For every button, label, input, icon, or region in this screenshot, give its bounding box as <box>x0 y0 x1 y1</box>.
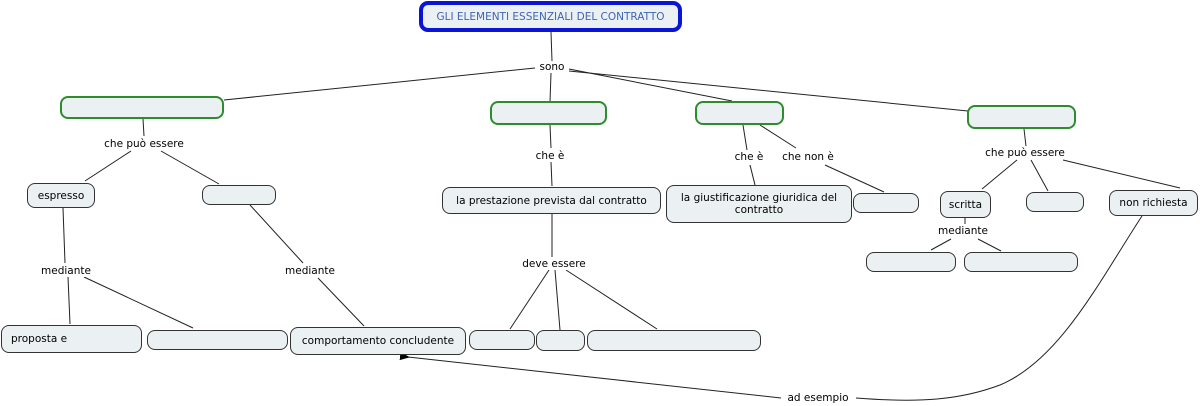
element-node-2[interactable] <box>490 101 607 125</box>
link-line <box>568 70 969 112</box>
link-line <box>855 215 1143 401</box>
link-label-sono: sono <box>538 61 566 73</box>
root-title: GLI ELEMENTI ESSENZIALI DEL CONTRATTO <box>436 10 665 23</box>
concept-giustificazione[interactable]: la giustificazione giuridica del contrat… <box>666 185 852 223</box>
link-line <box>1062 159 1181 189</box>
link-label-ad-esempio: ad esempio <box>786 392 850 404</box>
link-label-deve-essere: deve essere <box>521 258 587 270</box>
root-concept[interactable]: GLI ELEMENTI ESSENZIALI DEL CONTRATTO <box>419 1 682 32</box>
link-line <box>67 276 71 325</box>
link-line <box>550 31 553 62</box>
link-line <box>749 164 756 186</box>
link-line <box>509 269 550 330</box>
concept-non-richiesta-label: non richiesta <box>1119 197 1188 209</box>
link-line <box>1023 128 1027 147</box>
link-line <box>223 67 536 101</box>
link-label-che-puo-essere: che può essere <box>103 138 185 150</box>
link-line <box>1030 159 1049 192</box>
link-label-che-e: che è <box>534 150 566 162</box>
link-line <box>554 269 561 331</box>
link-label-mediante: mediante <box>937 225 989 237</box>
link-label-mediante: mediante <box>40 265 92 277</box>
link-line <box>249 204 304 264</box>
link-line <box>565 269 658 330</box>
concept-blank-g[interactable] <box>1026 192 1084 212</box>
concept-comportamento-concludente[interactable]: comportamento concludente <box>290 327 466 355</box>
link-line <box>142 118 145 137</box>
link-line <box>549 124 552 149</box>
link-line <box>62 207 66 264</box>
concept-blank-f[interactable] <box>853 193 919 213</box>
link-line <box>160 150 220 185</box>
link-line <box>759 124 797 149</box>
link-line <box>824 164 885 193</box>
concept-proposta[interactable]: proposta e <box>1 325 142 353</box>
link-line <box>981 159 1018 190</box>
link-line <box>568 68 733 102</box>
link-label-che-e: che è <box>733 151 765 163</box>
concept-scritta[interactable]: scritta <box>940 191 991 218</box>
link-label-che-puo-essere: che può essere <box>984 147 1066 159</box>
concept-scritta-label: scritta <box>948 198 983 211</box>
link-line <box>83 276 194 329</box>
concept-blank-a[interactable] <box>202 185 276 205</box>
concept-non-richiesta[interactable]: non richiesta <box>1109 190 1198 216</box>
link-line <box>550 161 553 187</box>
concept-blank-e[interactable] <box>587 330 761 351</box>
concept-blank-i[interactable] <box>964 252 1078 272</box>
element-node-4[interactable] <box>967 105 1076 129</box>
concept-blank-h[interactable] <box>866 252 956 272</box>
concept-blank-b[interactable] <box>147 330 288 350</box>
element-node-1[interactable] <box>60 96 224 119</box>
concept-proposta-label: proposta e <box>11 333 68 345</box>
element-node-3[interactable] <box>695 101 784 125</box>
link-line <box>399 352 782 399</box>
link-label-mediante: mediante <box>284 265 336 277</box>
concept-prestazione-label: la prestazione prevista dal contratto <box>456 194 647 207</box>
concept-comportamento-label: comportamento concludente <box>301 335 455 347</box>
concept-giustificazione-label: la giustificazione giuridica del contrat… <box>680 192 838 216</box>
link-line <box>977 238 1002 252</box>
link-label-che-non-e: che non è <box>781 151 835 163</box>
link-line <box>549 72 552 103</box>
concept-blank-c[interactable] <box>469 330 535 350</box>
link-line <box>930 238 952 251</box>
link-line <box>84 150 132 182</box>
link-line <box>317 277 365 327</box>
concept-espresso[interactable]: espresso <box>27 183 95 208</box>
link-line <box>742 124 748 151</box>
concept-prestazione[interactable]: la prestazione prevista dal contratto <box>442 187 661 214</box>
concept-blank-d[interactable] <box>536 330 585 351</box>
concept-espresso-label: espresso <box>37 189 85 202</box>
